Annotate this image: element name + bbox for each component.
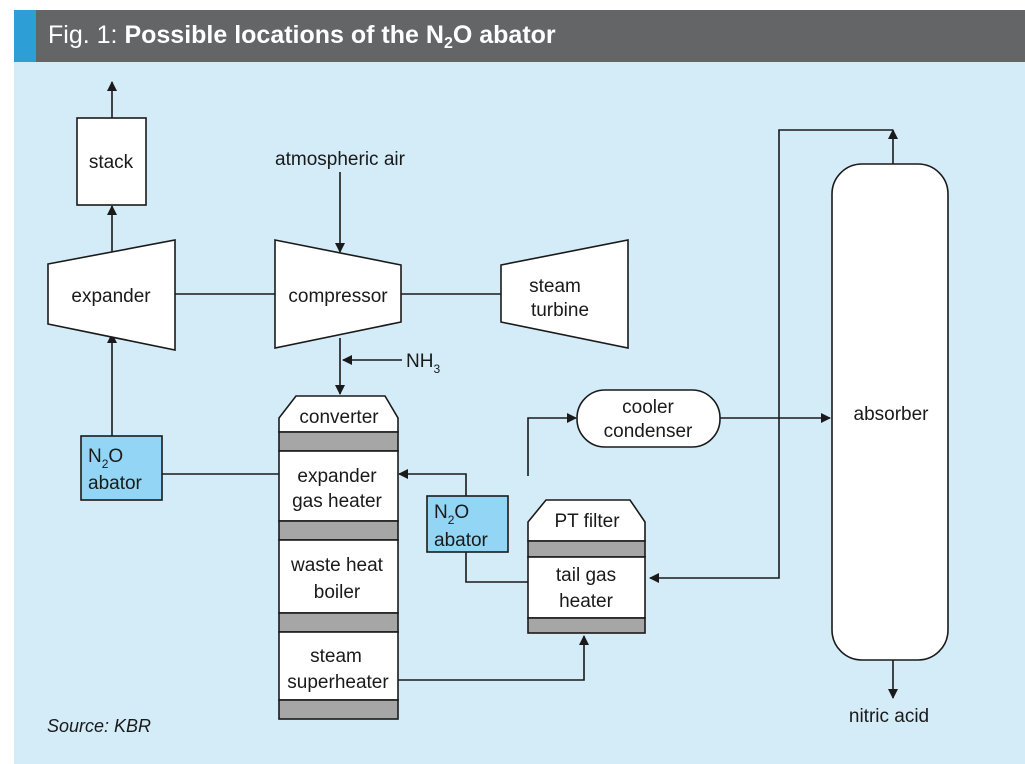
converter-label: converter [299,407,379,428]
steam-turbine-shape [500,239,629,349]
pt-filter-to-cooler-arrow [527,413,577,476]
tail-gas-heater-label-line1: tail gas [556,565,616,586]
converter-band-1 [278,431,399,452]
superheater-to-tail-gas-heater-arrow [398,635,589,681]
title-subscript: 2 [443,35,453,52]
abator-mid-sub: 2 [448,513,455,527]
nh3-subscript: 3 [433,362,440,376]
stack-label: stack [89,152,134,173]
stack-box [76,117,147,206]
abator-left-sub: 2 [102,457,109,471]
tail-gas-heater-to-mid-abator-line [465,552,528,583]
absorber-to-tail-gas-heater-arrow [649,129,893,583]
tail-gas-heater-label-line2: heater [559,591,614,612]
absorber-label: absorber [854,404,930,425]
header-accent-bar [14,10,36,62]
tail-gas-band-1 [527,540,646,558]
nh3-label: NH3 [406,351,440,376]
cooler-condenser-label-line2: condenser [604,421,693,442]
source-note: Source: KBR [47,716,152,736]
cooler-condenser-box [576,389,721,448]
expander-shape [47,239,176,351]
steam-superheater-label-line1: steam [310,646,362,667]
converter-column: converter expander gas heater waste heat… [278,395,399,720]
atmospheric-air-label: atmospheric air [275,149,406,170]
n2o-abator-mid-word: abator [434,530,489,551]
compressor-label: compressor [288,286,388,307]
expander-gas-heater-label-line2: gas heater [292,491,382,512]
expander-gas-heater-box [278,450,399,522]
tail-gas-heater-box [527,556,646,619]
n2o-abator-mid-box [426,495,509,553]
abator-left-n: N [88,446,102,467]
waste-heat-boiler-label-line2: boiler [314,582,361,603]
n2o-abator-left-formula: N2O [88,446,123,471]
compressor-shape [274,239,402,349]
title-part-1: Possible locations of the N [124,21,444,49]
abator-left-o: O [108,446,123,467]
abator-mid-n: N [434,502,448,523]
abator-mid-o: O [454,502,469,523]
n2o-abator-mid-formula: N2O [434,502,469,527]
figure-header: Fig. 1: Possible locations of the N2O ab… [14,10,1025,62]
steam-superheater-label-line2: superheater [287,672,389,693]
waste-heat-boiler-label-line1: waste heat [290,555,384,576]
nitric-acid-label: nitric acid [849,706,929,727]
waste-heat-boiler-box [278,539,399,614]
n2o-abator-left-box [80,435,163,501]
pt-filter-label: PT filter [554,511,620,532]
converter-band-2 [278,520,399,541]
figure-title-text: Possible locations of the N2O abator [124,21,556,52]
converter-band-4 [278,699,399,720]
mid-abator-to-gas-heater-arrow [398,469,467,496]
converter-band-3 [278,612,399,633]
expander-gas-heater-label-line1: expander [297,466,377,487]
nh3-main: NH [406,351,433,372]
figure-label: Fig. 1: [48,21,118,49]
title-part-2: O abator [452,21,556,49]
steam-superheater-box [278,631,399,701]
tail-gas-band-2 [527,617,646,634]
n2o-abator-left-word: abator [88,473,143,494]
expander-label: expander [71,286,151,307]
tail-gas-column: PT filter tail gas heater [527,499,646,634]
absorber-column [831,163,949,661]
steam-turbine-label-line1: steam [529,276,581,297]
steam-turbine-label-line2: turbine [531,300,589,321]
figure-title: Fig. 1: Possible locations of the N2O ab… [48,20,556,52]
cooler-condenser-label-line1: cooler [622,397,674,418]
